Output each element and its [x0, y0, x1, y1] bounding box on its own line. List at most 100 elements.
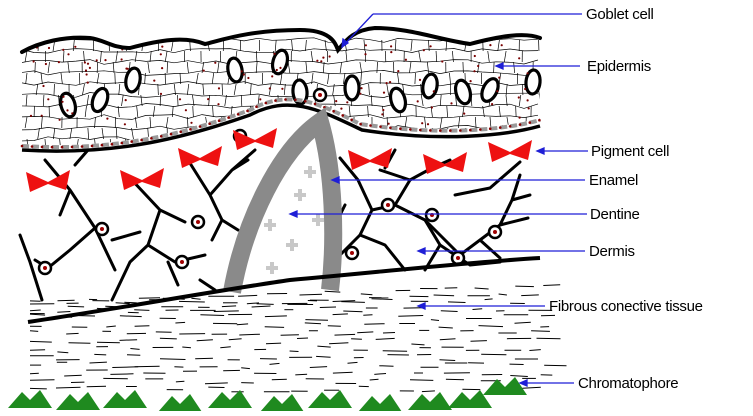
fibre-dash: [370, 379, 379, 380]
cell-wall: [284, 84, 285, 95]
membrane-nucleus: [31, 145, 34, 148]
nucleus: [58, 61, 60, 63]
cell-wall: [283, 106, 284, 117]
nucleus: [66, 109, 68, 111]
fibre-dash: [471, 341, 487, 342]
nucleus: [179, 98, 181, 100]
cell-wall: [165, 51, 167, 62]
fibre-dash: [252, 306, 271, 307]
cell-wall: [61, 73, 62, 84]
cell-wall: [212, 73, 214, 84]
cell-wall: [116, 51, 118, 62]
cell-wall: [488, 51, 490, 62]
cell-wall: [475, 139, 476, 150]
goblet-cell: [479, 76, 502, 104]
membrane-nucleus: [379, 125, 382, 128]
nucleus: [124, 123, 126, 125]
nucleus: [527, 72, 529, 74]
nucleus: [153, 80, 155, 82]
cell-wall: [540, 95, 541, 106]
fibre-dash: [30, 388, 47, 389]
dermis-nucleus: [456, 256, 460, 260]
pigment-cell: [488, 140, 532, 162]
nucleus: [477, 65, 479, 67]
nucleus: [441, 60, 443, 62]
nucleus: [427, 123, 429, 125]
fibre-dash: [499, 294, 507, 295]
fibre-dash: [134, 310, 149, 311]
cell-wall: [435, 139, 436, 150]
cell-wall: [19, 40, 20, 51]
nucleus: [430, 45, 432, 47]
nucleus: [346, 101, 348, 103]
nucleus: [62, 49, 64, 51]
cell-wall: [323, 62, 324, 73]
cell-wall: [447, 106, 448, 117]
cell-wall: [187, 62, 188, 73]
cell-wall: [419, 51, 421, 62]
membrane-nucleus: [304, 100, 307, 103]
membrane-nucleus: [101, 144, 104, 147]
nucleus: [87, 63, 89, 65]
membrane-nucleus: [41, 146, 44, 149]
fibre-dash: [473, 309, 483, 310]
cell-wall: [122, 95, 124, 106]
membrane-nucleus: [274, 99, 277, 102]
fibre-dash: [30, 341, 52, 342]
cell-wall: [85, 106, 86, 117]
fibre-dash: [94, 354, 106, 355]
nucleus: [30, 115, 32, 117]
cell-wall: [213, 106, 214, 117]
cell-wall: [26, 73, 27, 84]
fibre-dash: [135, 366, 160, 367]
cell-wall: [275, 40, 276, 51]
cell-wall: [387, 84, 389, 95]
cell-wall: [385, 51, 386, 62]
fibre-dash: [544, 365, 566, 366]
membrane-nucleus: [160, 135, 163, 138]
nucleus: [383, 92, 385, 94]
cell-wall: [113, 62, 114, 73]
nucleus: [207, 98, 209, 100]
fibre-dash: [265, 327, 284, 328]
cell-wall: [119, 84, 120, 95]
cell-wall: [137, 106, 138, 117]
cell-wall: [305, 40, 306, 51]
cell-wall: [360, 62, 362, 73]
fibre-dash: [160, 359, 186, 360]
fibre-dash: [439, 327, 453, 328]
membrane-nucleus: [449, 129, 452, 132]
dermis-nucleus: [350, 251, 354, 255]
nucleus: [161, 46, 163, 48]
fibre-dash: [348, 362, 358, 363]
cell-wall: [354, 139, 356, 150]
fibre-dash: [239, 334, 260, 335]
chromatophore: [8, 390, 52, 408]
cell-wall: [542, 51, 543, 62]
fibrous-tissue: [30, 285, 567, 392]
cell-wall: [88, 128, 89, 139]
nucleus: [390, 45, 392, 47]
fibre-dash: [281, 335, 299, 336]
cell-wall: [436, 51, 437, 62]
dermis-nucleus: [43, 266, 47, 270]
nucleus: [433, 90, 435, 92]
chromatophore: [308, 390, 352, 408]
dermis-nucleus: [318, 93, 322, 97]
membrane-nucleus: [179, 131, 182, 134]
fibre-dash: [316, 356, 331, 357]
chromatophore: [208, 390, 252, 408]
fibre-dash: [64, 375, 82, 376]
nucleus: [247, 77, 249, 79]
cell-wall: [178, 95, 179, 106]
fibre-dash: [361, 294, 373, 295]
nucleus: [519, 117, 521, 119]
membrane-nucleus: [314, 103, 317, 106]
nucleus: [496, 90, 498, 92]
fibre-dash: [440, 360, 456, 361]
cell-wall: [369, 84, 370, 95]
cell-wall: [19, 128, 20, 139]
membrane-nucleus: [237, 113, 240, 116]
nucleus: [185, 109, 187, 111]
